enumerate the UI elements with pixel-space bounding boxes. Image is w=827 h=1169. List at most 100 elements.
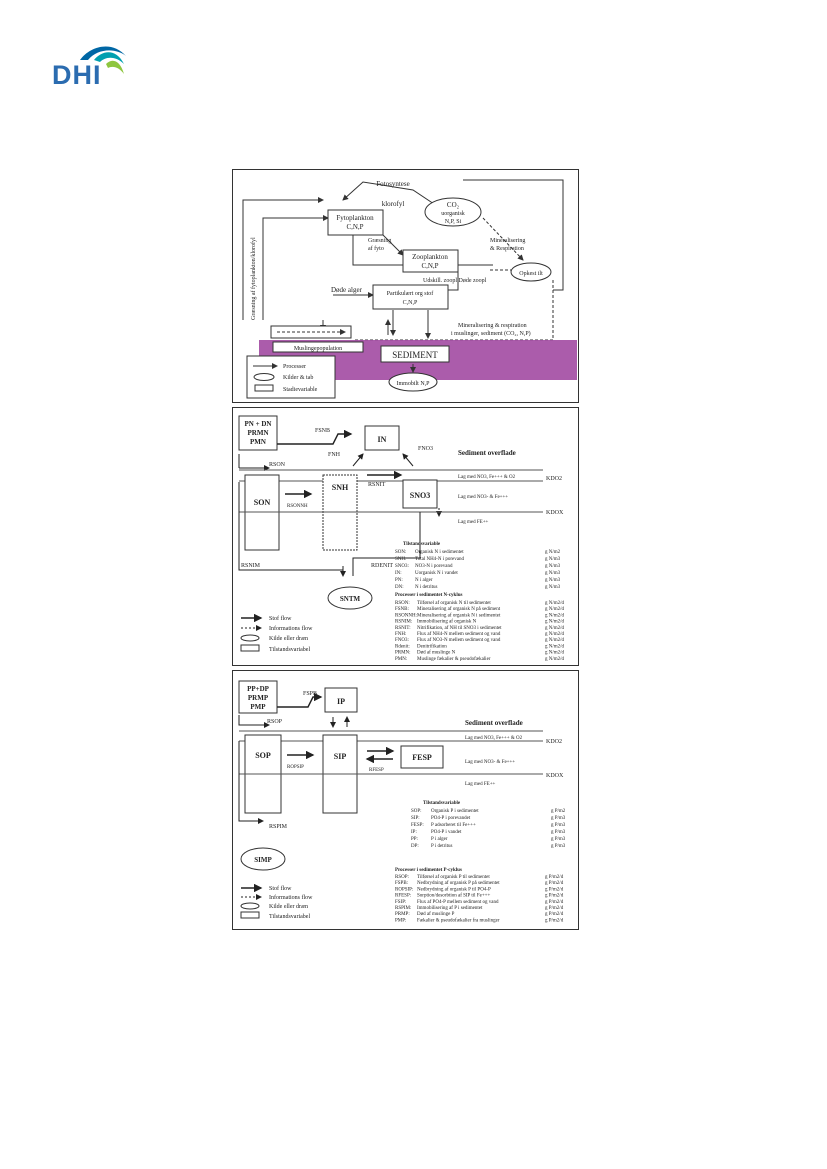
p-tilstand-row-4-col-1: P i alger [431, 837, 448, 842]
n-state-variables: Tilstandsvariable SON:Organisk N i sedim… [395, 542, 561, 590]
opkest-ellipse [510, 262, 552, 282]
p-proc-row-3-col-1: Sorption/desorbtion af SIP til Fe+++ [417, 894, 490, 899]
p-proc-row-1-col-1: Nedbrydning af organisk P på sedimentet [417, 880, 500, 886]
n-legend-flow: Stof flow [269, 615, 292, 622]
n-proc-row-9-col-0: PMN: [395, 657, 407, 662]
fnh-label: FNH [328, 452, 341, 458]
phosphorus-cycle-diagram: PP+DP PRMP PMP FSPB IP RSOP Sediment ove… [238, 680, 566, 923]
in-label: IN [378, 435, 387, 444]
fesp-box [400, 745, 444, 769]
p-legend-flow: Stof flow [269, 885, 292, 892]
n-proc-row-1-col-1: Mineralisering af organisk N på sediment [417, 606, 501, 612]
n-proc-row-6-col-0: FNO3: [395, 638, 409, 643]
n-sediment-surface: Sediment overflade [458, 449, 516, 457]
p-proc-row-1-col-0: FSPB: [395, 881, 408, 886]
in-box [364, 425, 400, 451]
n-proc-row-0-col-2: g N/m2/d [545, 601, 565, 606]
simp-label: SIMP [254, 856, 272, 864]
n-proc-title: Processer i sedimentet N-cyklus [395, 593, 462, 598]
n-proc-row-9-col-1: Muslinge fækalier & pseudofækalier [417, 657, 491, 662]
mussel-population-box [270, 325, 352, 339]
vertical-grazing-label: Græsning af fytoplankton/klorofyl [250, 237, 257, 320]
p-sediment-surface: Sediment overflade [465, 719, 523, 727]
dead-algae-label: Døde alger [331, 286, 363, 294]
p-proc-row-6-col-0: PRMP: [395, 912, 410, 917]
phytoplankton-cnp: C,N,P [346, 223, 363, 231]
fesp-label: FESP [412, 753, 432, 762]
p-proc-row-4-col-1: Flux af PO4-P mellem sediment og vand [417, 900, 499, 905]
p-layer-fe: Lag med FE++ [465, 782, 496, 787]
n-layer-no3: Lag med NO3- & Fe+++ [458, 495, 508, 500]
p-proc-row-7-col-2: g P/m2/d [545, 918, 564, 923]
n-proc-row-4-col-1: Nitrifikation, af NH til SNO3 i sediment… [417, 626, 502, 631]
n-proc-row-8-col-2: g N/m2/d [545, 651, 565, 656]
nitrogen-cycle-panel: PN + DN PRMN PMN FSNB IN FNH FNO3 RSON S… [232, 407, 579, 666]
p-proc-row-0-col-0: RSOP: [395, 875, 409, 880]
n-proc-row-5-col-0: FNH: [395, 632, 406, 637]
n-proc-row-4-col-0: RSNIT: [395, 626, 411, 631]
n-source-box [238, 415, 278, 451]
dhi-logo: DHI [50, 38, 130, 90]
p-source-prmp: PRMP [248, 694, 269, 702]
zooplankton-label: Zooplankton [412, 253, 448, 261]
sip-label: SIP [334, 752, 347, 761]
legend-sources: Kilder & tab [283, 375, 313, 381]
n-proc-row-0-col-1: Tilførsel af organisk N til sedimentet [417, 601, 491, 606]
n-proc-row-2-col-1: Mineralisering af organisk N i sedimente… [417, 613, 501, 618]
p-legend-source: Kilde eller dræn [269, 904, 308, 910]
phytoplankton-label: Fytoplankton [336, 214, 374, 222]
n-proc-row-4-col-2: g N/m2/d [545, 626, 565, 631]
son-label: SON [254, 498, 271, 507]
sno3-box [402, 479, 438, 509]
p-tilstand-row-3-col-0: IP: [411, 830, 417, 835]
n-tilstand-row-0-col-0: SON: [395, 550, 406, 555]
n-tilstand-row-2-col-1: NO3-N i porevand [415, 564, 453, 569]
n-tilstand-row-3-col-1: Uorganisk N i vandet [415, 571, 458, 576]
n-tilstand-row-0-col-1: Organisk N i sedimentet [415, 550, 464, 555]
p-source-ppdp: PP+DP [247, 685, 270, 693]
n-tilstand-row-5-col-2: g N/m3 [545, 585, 561, 590]
n-legend-info: Informations flow [269, 625, 313, 632]
rsonnh-label: RSONNH [287, 504, 308, 509]
p-source-pmp: PMP [250, 703, 266, 711]
n-proc-row-6-col-1: Flux af NO3-N mellem sediment og vand [417, 638, 501, 643]
p-state-variables: Tilstandsvariable SOP:Organisk P i sedim… [411, 801, 566, 849]
ip-box [324, 687, 358, 713]
p-tilstand-row-3-col-1: PO4-P i vandet [431, 830, 462, 835]
eutrophication-diagram: Fytoplankton C,N,P CO₂ uorganisk N,P, Si… [242, 179, 577, 399]
rsnit-label: RSNIT [368, 482, 386, 488]
mussel-population-label: Muslingepopulation [294, 346, 342, 352]
n-tilstand-row-1-col-0: SNH: [395, 557, 406, 562]
rspim-label: RSPIM [269, 824, 288, 830]
legend-state: Stadievariable [283, 387, 318, 393]
p-tilstand-title: Tilstandsvariable [423, 801, 461, 806]
p-proc-row-5-col-2: g P/m2/d [545, 906, 564, 911]
p-tilstand-row-4-col-2: g P/m3 [551, 837, 566, 842]
n-kdo2: KDO2 [546, 476, 562, 482]
n-tilstand-row-4-col-1: N i alger [415, 578, 433, 583]
n-proc-row-7-col-2: g N/m2/d [545, 644, 565, 649]
n-proc-row-9-col-2: g N/m2/d [545, 657, 565, 662]
p-proc-row-5-col-0: RSPIM: [395, 906, 411, 911]
n-tilstand-row-5-col-1: N i detritus [415, 585, 438, 590]
mineralization-label-2: & Respiration [490, 246, 524, 252]
n-proc-row-5-col-2: g N/m2/d [545, 632, 565, 637]
p-proc-title: Processer i sedimentet P-cyklus [395, 868, 462, 873]
n-proc-row-1-col-0: FSNB: [395, 607, 409, 612]
n-proc-row-3-col-0: RSNIM: [395, 620, 412, 625]
p-proc-row-1-col-2: g P/m2/d [545, 881, 564, 886]
p-proc-row-2-col-2: g P/m2/d [545, 887, 564, 892]
p-proc-row-0-col-2: g P/m2/d [545, 875, 564, 880]
p-proc-row-7-col-0: PMP: [395, 918, 406, 923]
immobile-label: Immobilt N,P [396, 381, 430, 387]
p-proc-row-6-col-2: g P/m2/d [545, 912, 564, 917]
n-tilstand-row-2-col-0: SNO3: [395, 564, 409, 569]
n-source-pn-dn: PN + DN [245, 420, 272, 428]
p-proc-row-7-col-1: Fækalier & pseudofækalier fra muslinger [417, 918, 500, 923]
snh-label: SNH [332, 483, 349, 492]
p-tilstand-row-0-col-2: g P/m2 [551, 809, 566, 814]
eutrophication-diagram-panel: Fytoplankton C,N,P CO₂ uorganisk N,P, Si… [232, 169, 579, 403]
n-proc-row-3-col-2: g N/m2/d [545, 620, 565, 625]
udskill-label: Udskill. zoopl Døde zoopl [423, 278, 487, 284]
p-source-box [238, 680, 278, 714]
